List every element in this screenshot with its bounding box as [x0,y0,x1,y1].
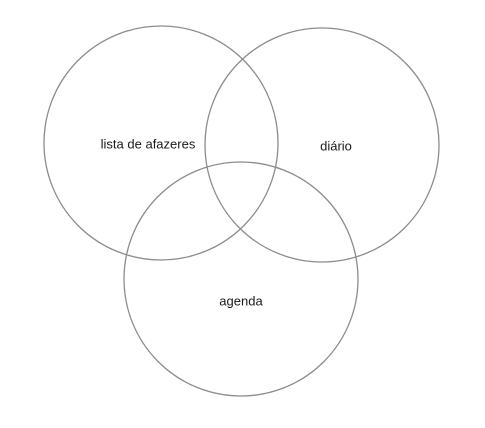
venn-set-diary: diário [204,27,440,263]
set-label-agenda: agenda [219,293,263,308]
set-circle-diary [204,27,440,263]
venn-set-todo: lista de afazeres [43,25,279,261]
set-circle-todo [43,25,279,261]
set-label-todo: lista de afazeres [101,136,196,151]
set-label-diary: diário [320,138,352,153]
set-circle-agenda [123,161,359,397]
venn-set-agenda: agenda [123,161,359,397]
